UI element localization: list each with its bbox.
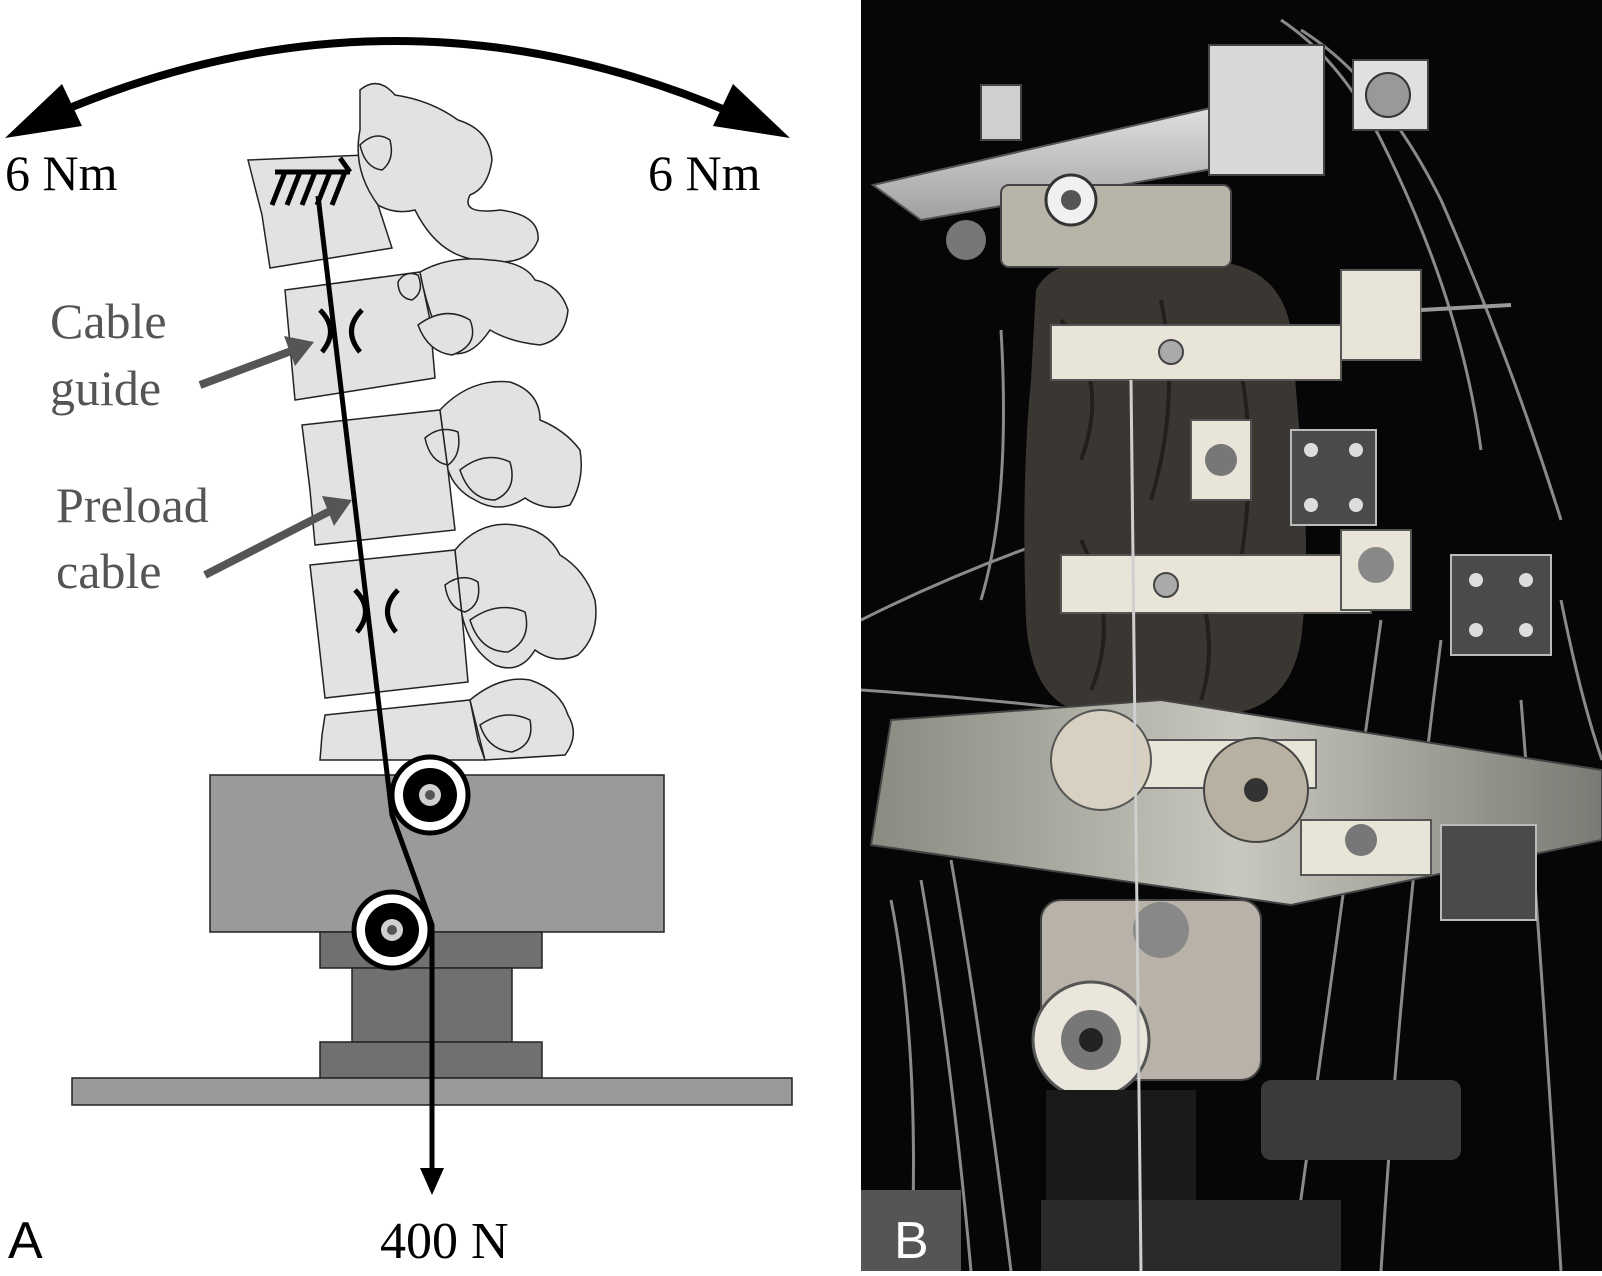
preload-cable-label-line2: cable (56, 543, 161, 599)
lower-clamp (1060, 529, 1552, 656)
load-arrowhead (420, 1168, 444, 1195)
moment-label-right: 6 Nm (648, 145, 761, 201)
moment-arrow (5, 37, 790, 138)
strain-board-2 (1450, 554, 1552, 656)
moment-arrowhead-right (713, 84, 790, 138)
upper-clamp (1050, 269, 1512, 381)
sensor-block-top (1208, 44, 1325, 176)
moment-label-left: 6 Nm (5, 145, 118, 201)
load-label: 400 N (380, 1213, 509, 1270)
strain-board-1 (1290, 429, 1377, 526)
vertebra-1 (247, 82, 539, 269)
schematic-svg: 6 Nm 6 Nm (5, 37, 793, 1270)
pulley-upper (389, 754, 471, 836)
panel-label-b: B (894, 1212, 929, 1270)
moment-arrowhead-left (5, 84, 82, 138)
cable-anchor (269, 156, 353, 206)
spine-segment (247, 82, 597, 761)
pulley-photo-upper (1050, 709, 1152, 811)
strain-board-3 (1440, 824, 1537, 921)
preload-cable-callout-arrowhead (322, 496, 352, 526)
vertebra-4 (309, 523, 597, 699)
photo-panel: B (860, 0, 1602, 1272)
cable-guide-callout-arrowhead (284, 336, 314, 366)
cable-guide-label-line1: Cable (50, 293, 167, 349)
cable-guide-label-line2: guide (50, 360, 161, 416)
lower-assembly (1031, 379, 1461, 1272)
panel-label-b-box (861, 1190, 961, 1271)
preload-cable-label-line1: Preload (56, 477, 209, 533)
preload-cable-photo (1129, 379, 1143, 1272)
vertebra-5 (319, 678, 574, 761)
base-plate (869, 698, 1602, 921)
panel-label-a: A (8, 1212, 43, 1270)
photo-svg: B (860, 0, 1602, 1272)
preload-cable-line (315, 195, 435, 1170)
top-fixture (870, 44, 1429, 268)
cable-guide-upper (318, 308, 364, 354)
pulley-lower (351, 889, 433, 971)
middle-sensor (1190, 419, 1377, 526)
vertebra-2 (284, 258, 569, 401)
schematic-panel: 6 Nm 6 Nm (5, 37, 793, 1270)
preload-cable-callout-line (203, 506, 334, 579)
cable-guide-callout-line (198, 346, 296, 389)
